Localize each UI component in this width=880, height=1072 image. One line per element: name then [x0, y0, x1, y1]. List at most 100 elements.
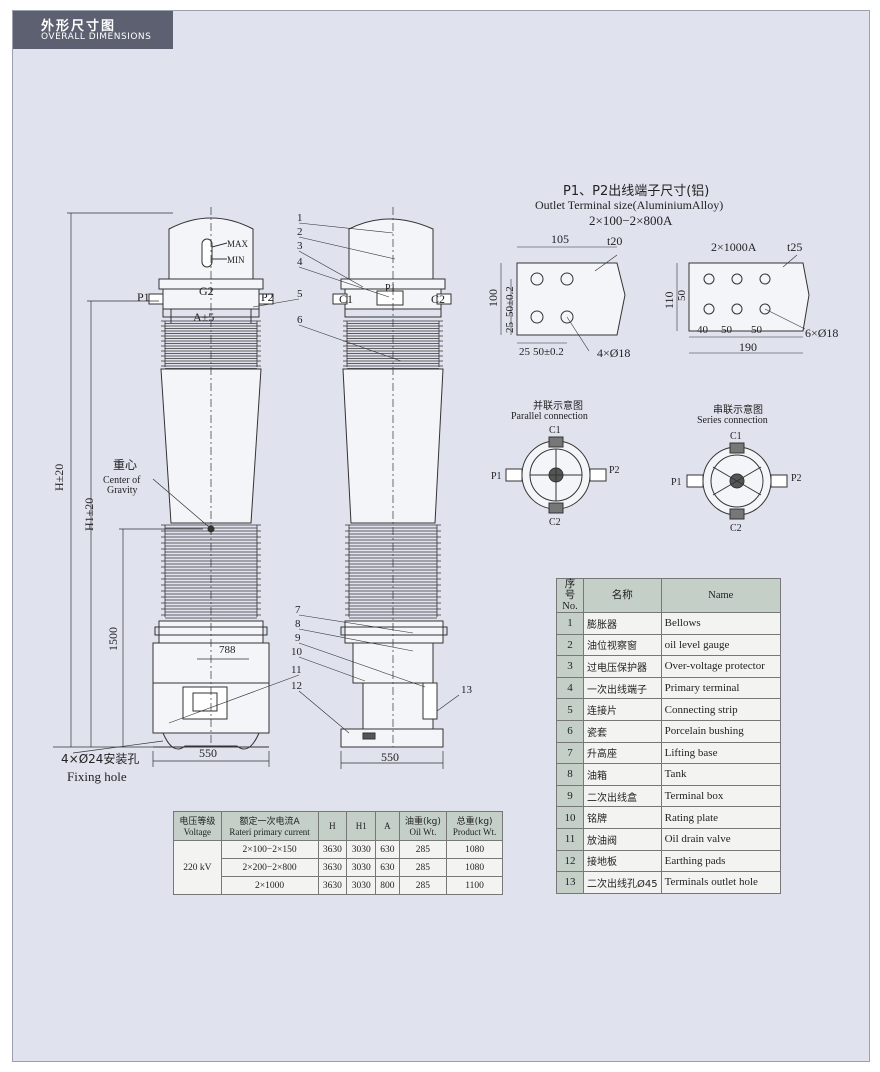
left-h2-dim: 50±0.2 — [533, 346, 564, 358]
right-h3-dim: 50 — [751, 324, 763, 336]
side-view — [168, 207, 460, 769]
part-no: 2 — [556, 633, 584, 657]
front-p1-label: P1 — [137, 290, 150, 304]
terminal-rating: 2×100−2×800A — [589, 213, 673, 228]
part-name-cn: 接地板 — [583, 849, 662, 873]
series-connection-diagram — [686, 442, 788, 520]
cog-cn: 重心 — [113, 458, 137, 472]
left-height-dim: 100 — [486, 289, 500, 307]
front-p2-label: P2 — [261, 290, 274, 304]
right-thickness: t25 — [787, 240, 802, 254]
series-title-cn: 串联示意图 — [713, 403, 763, 416]
rating-product: 1080 — [446, 858, 503, 877]
part-name-cn: 二次出线孔Ø45 — [583, 871, 662, 894]
callout-7: 7 — [295, 604, 301, 616]
part-name-en: oil level gauge — [660, 633, 782, 657]
part-name-en: Oil drain valve — [660, 827, 782, 851]
part-name-cn: 升高座 — [583, 741, 662, 765]
part-no: 10 — [556, 806, 584, 829]
series-p2: P2 — [791, 473, 802, 484]
parallel-connection-diagram — [505, 436, 607, 514]
technical-drawing: MAX MIN P1 P2 G2 A±5 H±20 H1±20 重心 Cente… — [52, 184, 838, 784]
front-dim-550: 550 — [199, 746, 217, 760]
terminal-detail-right — [676, 254, 810, 354]
callout-12: 12 — [291, 680, 302, 692]
right-rating: 2×1000A — [711, 240, 757, 254]
terminal-box — [422, 682, 438, 720]
callout-8: 8 — [295, 618, 301, 630]
col-oil: 油重(kg)Oil Wt. — [398, 811, 448, 841]
col-name-en: Name — [660, 578, 782, 613]
part-name-cn: 瓷套 — [583, 719, 662, 743]
callout-6: 6 — [297, 314, 303, 326]
part-name-cn: 二次出线盒 — [583, 784, 662, 808]
max-label: MAX — [227, 239, 249, 249]
right-total-dim: 190 — [739, 340, 757, 354]
primary-terminal-p1 — [148, 293, 164, 305]
left-v1-dim: 25 — [504, 322, 516, 334]
rating-a: 800 — [375, 876, 400, 895]
part-name-en: Terminals outlet hole — [660, 871, 782, 894]
porcelain-bushing — [160, 368, 262, 524]
col-h1: H1 — [346, 811, 377, 841]
part-name-en: Tank — [660, 763, 782, 786]
callout-5: 5 — [297, 288, 303, 300]
part-name-en: Bellows — [660, 612, 782, 635]
left-v2-dim: 50±0.2 — [504, 286, 516, 317]
side-c1-label: C1 — [339, 292, 353, 306]
rating-oil: 285 — [398, 876, 448, 895]
min-label: MIN — [227, 255, 245, 265]
right-holes: 6×Ø18 — [805, 326, 838, 340]
front-view — [53, 207, 274, 767]
callout-9: 9 — [295, 632, 301, 644]
parallel-p2: P2 — [609, 465, 620, 476]
part-no: 7 — [556, 741, 584, 765]
terminal-detail-left — [500, 246, 626, 352]
side-p1-label: P1 — [385, 283, 396, 294]
side-c2-label: C2 — [431, 292, 445, 306]
part-name-en: Connecting strip — [660, 698, 782, 721]
right-h2-dim: 50 — [721, 324, 733, 336]
part-name-en: Primary terminal — [660, 676, 782, 700]
fixing-hole-cn: 4×Ø24安装孔 — [61, 751, 139, 766]
rating-h1: 3030 — [346, 858, 377, 877]
parallel-title-cn: 并联示意图 — [533, 399, 583, 412]
parallel-c2: C2 — [549, 517, 561, 528]
part-name-cn: 油位视察窗 — [583, 633, 662, 657]
left-thickness: t20 — [607, 234, 622, 248]
rating-oil: 285 — [398, 840, 448, 859]
voltage-cell: 220 kV — [173, 840, 222, 895]
front-h-dim: H±20 — [52, 464, 66, 491]
rating-h1: 3030 — [346, 840, 377, 859]
callout-4: 4 — [297, 256, 303, 268]
front-h1-dim: H1±20 — [82, 498, 96, 531]
primary-terminal-p2 — [258, 293, 274, 305]
left-holes: 4×Ø18 — [597, 346, 630, 360]
front-a-dim: A±5 — [193, 310, 214, 324]
callout-13: 13 — [461, 684, 473, 696]
cog-en2: Gravity — [107, 485, 138, 496]
part-name-en: Earthing pads — [660, 849, 782, 873]
rating-current: 2×100−2×150 — [220, 840, 319, 859]
part-no: 4 — [556, 676, 584, 700]
callout-10: 10 — [291, 646, 303, 658]
title-en: OVERALL DIMENSIONS — [41, 32, 152, 42]
part-name-cn: 油箱 — [583, 763, 662, 786]
parallel-title-en: Parallel connection — [511, 411, 588, 422]
callout-11: 11 — [291, 664, 302, 676]
col-h: H — [317, 811, 348, 841]
part-no: 5 — [556, 698, 584, 721]
part-name-en: Over-voltage protector — [660, 655, 782, 678]
